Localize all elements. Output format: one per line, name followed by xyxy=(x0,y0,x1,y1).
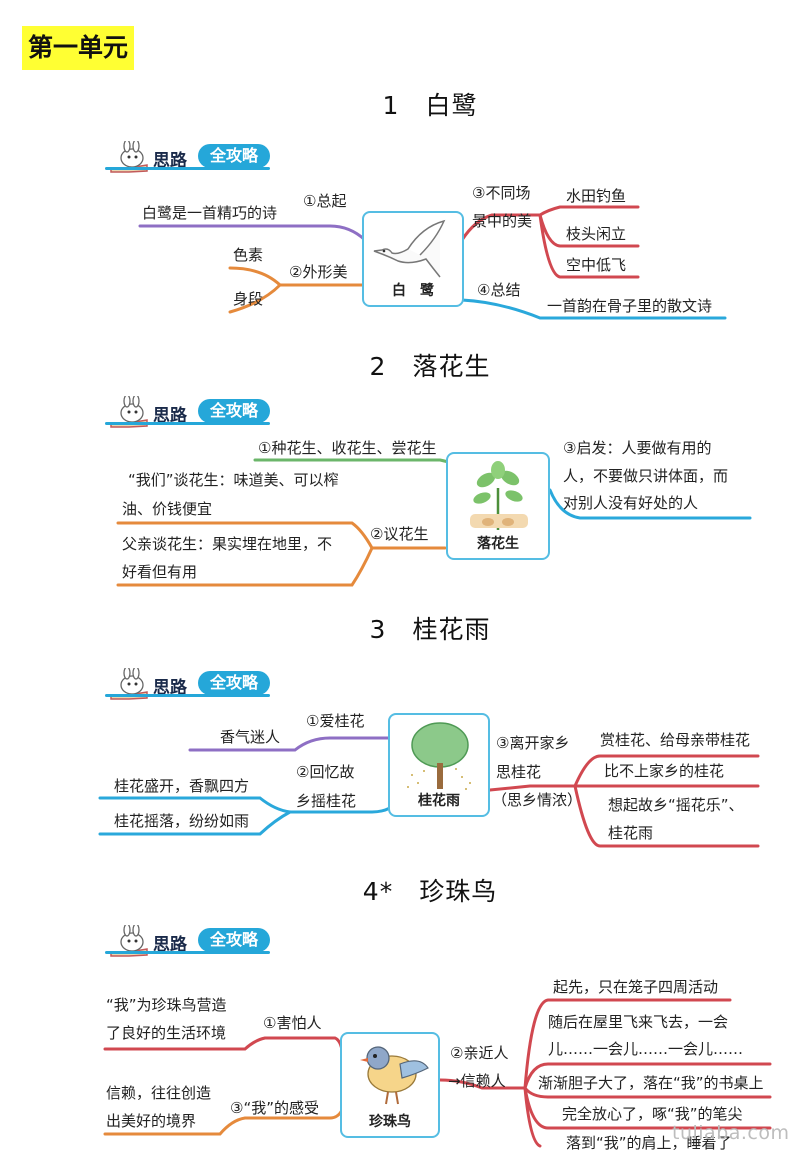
l4-leaf-yingzao-line2: 了良好的生活环境 xyxy=(106,1024,227,1042)
l1-branch-3-line2: 景中的美 xyxy=(472,212,533,230)
l1-leaf-shuitian: 水田钓鱼 xyxy=(566,187,627,205)
l1-branch-zongqi: ①总起 xyxy=(303,192,347,210)
l4-branch-ganshou: ③“我”的感受 xyxy=(230,1099,319,1117)
lesson-1-title: 1 白鹭 xyxy=(382,91,478,120)
l3-branch-huiyi-line2: 乡摇桂花 xyxy=(296,792,357,810)
l3-leaf-shang: 赏桂花、给母亲带桂花 xyxy=(600,731,751,749)
l2-leaf-fuqin-line2: 好看但有用 xyxy=(122,563,198,581)
l1-branch-3-line1: ③不同场 xyxy=(472,184,531,202)
badge-underline xyxy=(105,422,270,425)
l4-branch-qinjin-line1: ②亲近人 xyxy=(450,1044,509,1062)
egret-icon xyxy=(373,219,446,278)
strategy-badge: 思路 全攻略 xyxy=(105,396,275,430)
l3-branch-3-line2: 思桂花 xyxy=(496,763,542,781)
l2-center-image-box: 落花生 xyxy=(446,452,550,560)
l4-leaf-suihou-line1: 随后在屋里飞来飞去，一会 xyxy=(548,1013,729,1031)
badge-word-silu: 思路 xyxy=(153,406,187,426)
badge-underline xyxy=(105,167,270,170)
l1-center-image-box: 白 鹭 xyxy=(362,211,464,307)
l3-branch-huiyi-line1: ②回忆故 xyxy=(296,763,355,781)
l4-leaf-suihou-line2: 儿……一会儿……一会儿…… xyxy=(548,1040,744,1058)
unit-title: 第一单元 xyxy=(22,26,135,70)
badge-word-quangonglue: 全攻略 xyxy=(198,144,270,168)
l2-qifa-line1: ③启发：人要做有用的 xyxy=(563,439,712,457)
l1-branch-zongjie: ④总结 xyxy=(477,281,521,299)
lesson-4-title: 4* 珍珠鸟 xyxy=(362,877,498,906)
badge-underline xyxy=(105,951,270,954)
l2-leaf-women-line2: 油、价钱便宜 xyxy=(122,500,213,518)
badge-word-quangonglue: 全攻略 xyxy=(198,399,270,423)
pearl-bird-icon xyxy=(360,1046,429,1105)
l4-leaf-xinlai-line2: 出美好的境界 xyxy=(106,1112,197,1130)
badge-word-quangonglue: 全攻略 xyxy=(198,671,270,695)
strategy-badge: 思路 全攻略 xyxy=(105,141,275,175)
l1-leaf-kongzhong: 空中低飞 xyxy=(566,256,627,274)
l1-leaf-sesu: 色素 xyxy=(233,246,264,264)
l3-leaf-shengkai: 桂花盛开，香飘四方 xyxy=(114,777,250,795)
l1-leaf-zhitou: 枝头闲立 xyxy=(566,225,627,243)
l3-center-image-box: 桂花雨 xyxy=(388,713,490,817)
l4-leaf-jianjian: 渐渐胆子大了，落在“我”的书桌上 xyxy=(538,1074,764,1092)
l3-branch-3-line3: （思乡情浓） xyxy=(492,791,583,809)
l3-branch-3-line1: ③离开家乡 xyxy=(496,734,570,752)
l4-leaf-yingzao-line1: “我”为珍珠鸟营造 xyxy=(106,996,227,1014)
badge-word-silu: 思路 xyxy=(153,678,187,698)
l2-qifa-line3: 对别人没有好处的人 xyxy=(563,494,699,512)
l2-branch-1: ①种花生、收花生、尝花生 xyxy=(258,439,437,457)
l4-branch-haipa: ①害怕人 xyxy=(263,1014,322,1032)
l4-branch-qinjin-line2: →信赖人 xyxy=(448,1072,506,1090)
l1-branch-waixingmei: ②外形美 xyxy=(289,263,348,281)
osmanthus-tree-icon xyxy=(407,722,471,790)
l4-center-image-box: 珍珠鸟 xyxy=(340,1032,440,1138)
l3-leaf-xiangqi: 香气迷人 xyxy=(220,728,281,746)
lesson-3-title: 3 桂花雨 xyxy=(369,615,491,644)
l4-leaf-qixian: 起先，只在笼子四周活动 xyxy=(553,978,719,996)
peanut-plant-icon xyxy=(470,461,528,530)
watermark: tuliaba.com xyxy=(672,1122,790,1144)
l1-leaf-sanwenshi: 一首韵在骨子里的散文诗 xyxy=(547,297,713,315)
l3-center-label: 桂花雨 xyxy=(418,793,460,809)
l3-leaf-bibushang: 比不上家乡的桂花 xyxy=(604,762,725,780)
l1-leaf-shenduan: 身段 xyxy=(233,290,264,308)
strategy-badge: 思路 全攻略 xyxy=(105,925,275,959)
l4-center-label: 珍珠鸟 xyxy=(369,1114,411,1130)
l3-branch-aiguihua: ①爱桂花 xyxy=(306,712,365,730)
l2-leaf-fuqin-line1: 父亲谈花生：果实埋在地里，不 xyxy=(122,535,333,553)
l3-leaf-yaoluo: 桂花摇落，纷纷如雨 xyxy=(114,812,250,830)
l3-leaf-xiangqi-line1: 想起故乡“摇花乐”、 xyxy=(608,796,744,814)
l2-qifa-line2: 人，不要做只讲体面，而 xyxy=(563,467,729,485)
l4-leaf-xinlai-line1: 信赖，往往创造 xyxy=(106,1084,212,1102)
strategy-badge: 思路 全攻略 xyxy=(105,668,275,702)
l1-center-label: 白 鹭 xyxy=(392,283,434,299)
l4-leaf-luodao: 落到“我”的肩上，睡着了 xyxy=(566,1134,732,1152)
badge-word-silu: 思路 xyxy=(153,935,187,955)
l2-leaf-women-line1: “我们”谈花生：味道美、可以榨 xyxy=(128,471,339,489)
l4-leaf-wanquan: 完全放心了，啄“我”的笔尖 xyxy=(562,1105,743,1123)
l1-leaf-poem: 白鹭是一首精巧的诗 xyxy=(142,204,278,222)
badge-word-silu: 思路 xyxy=(153,151,187,171)
l2-center-label: 落花生 xyxy=(477,536,519,552)
lesson-2-title: 2 落花生 xyxy=(369,352,491,381)
l3-leaf-xiangqi-line2: 桂花雨 xyxy=(608,824,654,842)
badge-word-quangonglue: 全攻略 xyxy=(198,928,270,952)
l2-branch-yihuasheng: ②议花生 xyxy=(370,525,429,543)
badge-underline xyxy=(105,694,270,697)
